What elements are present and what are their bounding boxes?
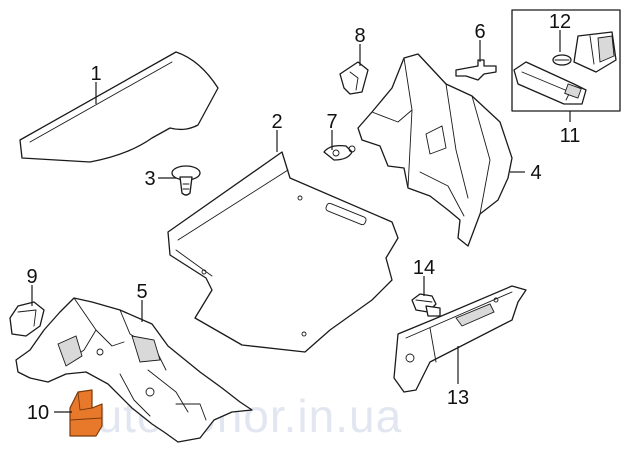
callout-leaders [31, 30, 571, 413]
watermark: autodonor.in.ua [70, 390, 402, 442]
part-12-bulb[interactable] [552, 54, 572, 66]
part-13-sill-trim[interactable] [393, 285, 527, 393]
callout-9: 9 [26, 266, 37, 288]
part-1-parcel-shelf[interactable] [19, 51, 219, 163]
callout-2: 2 [271, 111, 282, 133]
callout-14: 14 [413, 257, 435, 279]
callout-7: 7 [326, 111, 337, 133]
callout-10: 10 [27, 402, 49, 424]
callout-4: 4 [530, 162, 541, 184]
part-2-trunk-floor-mat[interactable] [167, 151, 399, 353]
part-3-push-clip[interactable] [171, 165, 201, 196]
part-14-push-clip[interactable] [411, 293, 441, 317]
callout-1: 1 [90, 63, 101, 85]
callout-3: 3 [144, 168, 155, 190]
part-11-lamp-inset[interactable] [511, 9, 621, 112]
part-7-bracket[interactable] [323, 144, 356, 161]
callout-8: 8 [354, 25, 365, 47]
callout-12: 12 [549, 11, 571, 33]
part-9-cover[interactable] [9, 301, 45, 337]
part-8-clip[interactable] [339, 61, 369, 95]
callout-6: 6 [474, 21, 485, 43]
part-4-side-trim[interactable] [357, 53, 513, 247]
callout-13: 13 [447, 387, 469, 409]
part-6-hook[interactable] [455, 59, 497, 81]
part-10-highlighted-block[interactable] [69, 389, 103, 437]
part-5-inner-panel[interactable] [15, 297, 253, 443]
callout-numbers: 1 2 3 4 5 6 7 8 9 10 11 12 13 14 [26, 11, 580, 424]
callout-11: 11 [560, 125, 581, 147]
callout-5: 5 [136, 281, 147, 303]
